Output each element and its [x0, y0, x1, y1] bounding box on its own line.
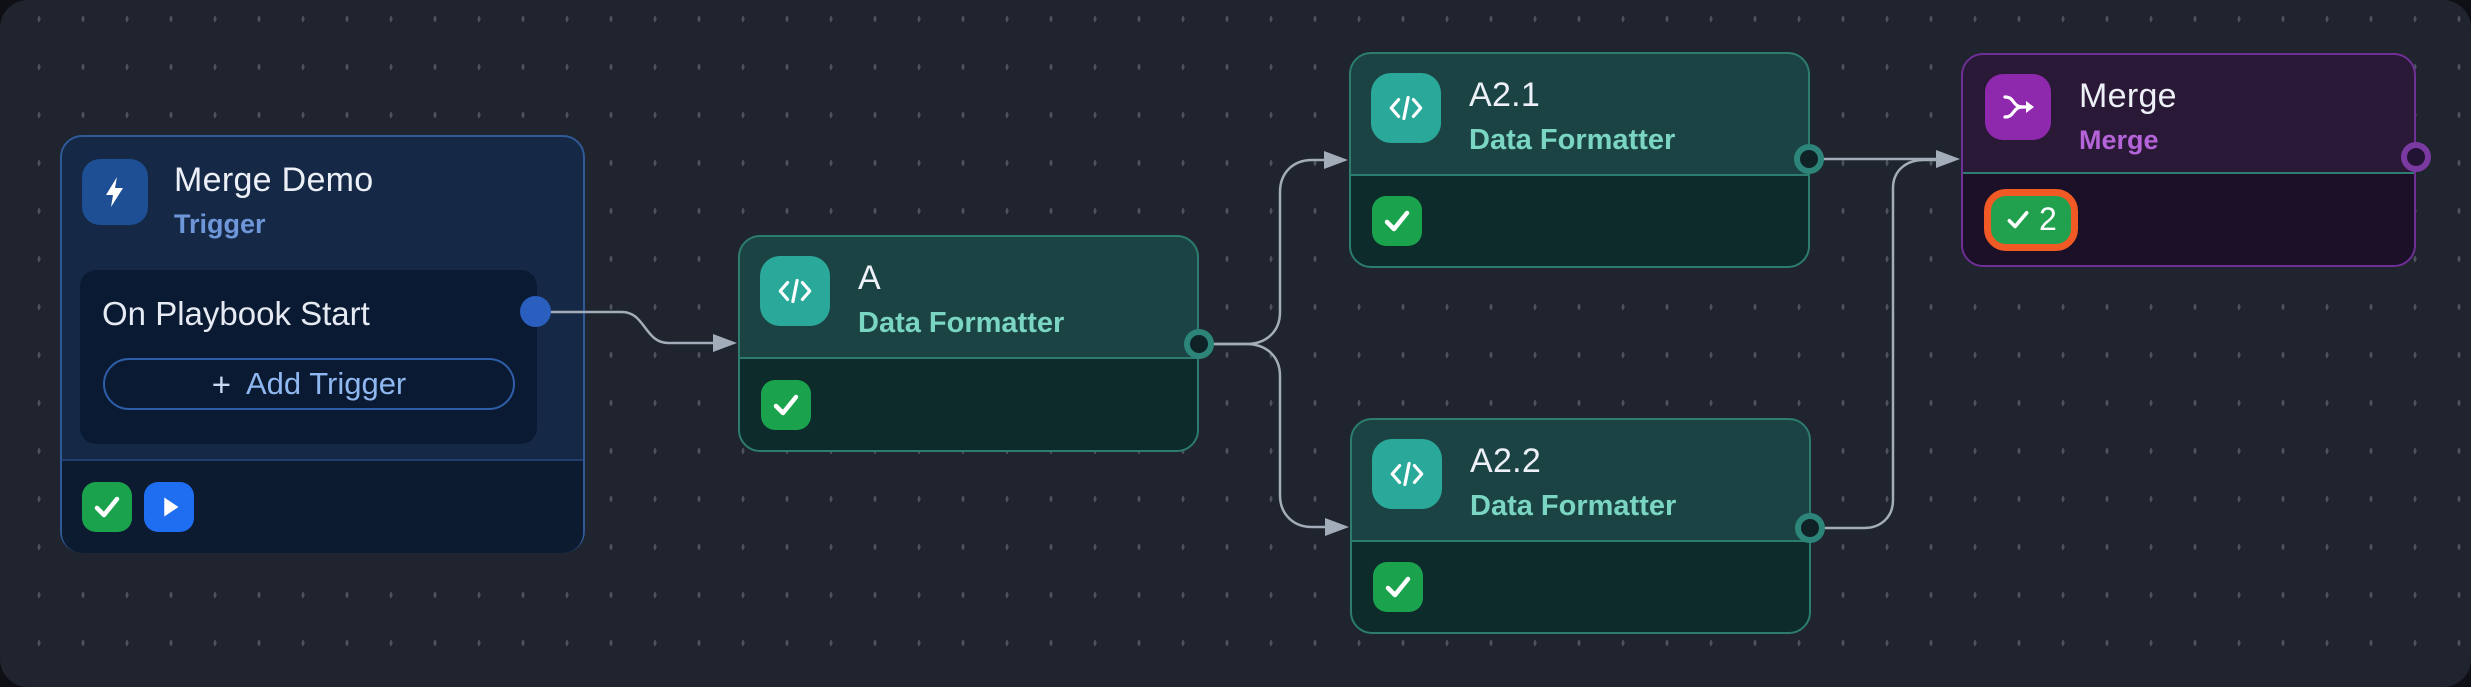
- node-a2-1[interactable]: A2.1 Data Formatter: [1349, 52, 1810, 268]
- edge-a22-to-merge: [1823, 158, 1948, 530]
- trigger-row-on-playbook-start[interactable]: On Playbook Start: [102, 295, 370, 332]
- edge-a-to-a22: [1212, 342, 1337, 529]
- plus-icon: +: [211, 365, 231, 403]
- code-icon: [760, 256, 830, 326]
- node-a2-2-output-port[interactable]: [1795, 513, 1825, 543]
- node-title: Merge: [2079, 77, 2177, 115]
- node-a2-1-output-port[interactable]: [1794, 144, 1824, 174]
- success-status-badge[interactable]: [1373, 562, 1423, 612]
- node-type-label: Data Formatter: [1470, 490, 1677, 522]
- arrowhead-icon: [1324, 151, 1348, 169]
- success-status-badge[interactable]: [1372, 196, 1422, 246]
- node-a2-2[interactable]: A2.2 Data Formatter: [1350, 418, 1811, 634]
- node-a[interactable]: A Data Formatter: [738, 235, 1199, 452]
- node-type-label: Merge: [2079, 125, 2159, 155]
- node-status-bar: [1351, 174, 1808, 266]
- node-trigger[interactable]: Merge Demo Trigger On Playbook Start + A…: [60, 135, 585, 553]
- arrowhead-icon: [1936, 150, 1960, 168]
- arrowhead-icon: [1325, 518, 1349, 536]
- node-merge[interactable]: Merge Merge 2: [1961, 53, 2416, 267]
- trigger-list-panel: On Playbook Start + Add Trigger: [80, 270, 537, 444]
- success-status-badge[interactable]: [82, 482, 132, 532]
- node-status-bar: [1352, 540, 1809, 632]
- arrowhead-icon: [713, 334, 737, 352]
- lightning-icon: [82, 159, 148, 225]
- node-title: A2.2: [1470, 442, 1542, 480]
- code-icon: [1372, 439, 1442, 509]
- node-header: A Data Formatter: [740, 237, 1197, 357]
- add-trigger-button[interactable]: + Add Trigger: [103, 358, 515, 410]
- checkmark-icon: [1384, 210, 1410, 232]
- node-header: A2.2 Data Formatter: [1352, 420, 1809, 540]
- node-type-label: Trigger: [174, 209, 266, 239]
- code-icon: [1371, 73, 1441, 143]
- node-status-bar: [740, 357, 1197, 450]
- checkmark-icon: [2007, 210, 2029, 228]
- node-title: A: [858, 259, 881, 297]
- node-type-label: Data Formatter: [858, 307, 1065, 339]
- run-button[interactable]: [144, 482, 194, 532]
- node-merge-output-port[interactable]: [2401, 142, 2431, 172]
- node-status-bar: 2: [1963, 172, 2414, 265]
- merge-icon: [1985, 74, 2051, 140]
- node-title: Merge Demo: [174, 161, 374, 199]
- add-trigger-label: Add Trigger: [246, 366, 407, 401]
- checkmark-icon: [773, 394, 799, 415]
- success-count: 2: [2039, 201, 2057, 237]
- success-status-badge[interactable]: [761, 379, 811, 430]
- node-type-label: Data Formatter: [1469, 124, 1676, 156]
- trigger-output-port[interactable]: [520, 296, 551, 327]
- trigger-node-header: Merge Demo Trigger: [82, 159, 374, 240]
- node-header: Merge Merge: [1963, 55, 2414, 172]
- node-title: A2.1: [1469, 76, 1541, 114]
- play-icon: [164, 497, 179, 517]
- merge-success-count-badge-highlighted[interactable]: 2: [1984, 188, 2078, 251]
- edge-a-to-a21: [1212, 158, 1336, 346]
- checkmark-icon: [1385, 576, 1411, 598]
- trigger-status-bar: [62, 459, 583, 553]
- node-a-output-port[interactable]: [1184, 329, 1214, 359]
- node-header: A2.1 Data Formatter: [1351, 54, 1808, 174]
- checkmark-icon: [94, 496, 120, 518]
